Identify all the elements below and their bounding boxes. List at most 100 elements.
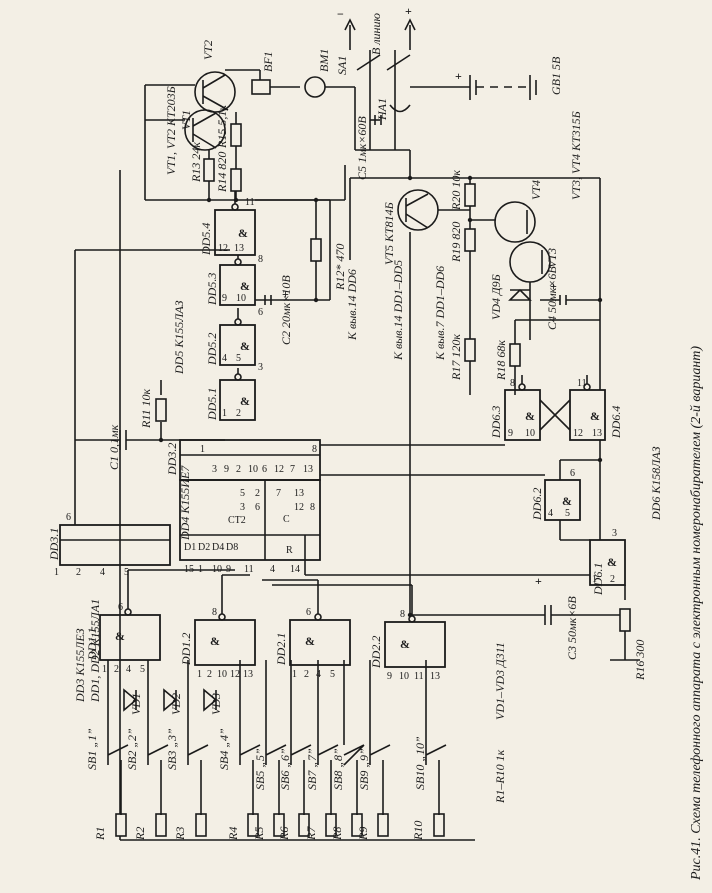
sb8-label: SB8 „8” xyxy=(331,748,345,790)
dd1-1-amp: & xyxy=(115,629,125,643)
vt2-label: VT2 xyxy=(201,40,215,60)
dd2-2-label: DD2.2 xyxy=(369,636,383,669)
gate-dd2-2 xyxy=(384,621,446,668)
svg-text:1: 1 xyxy=(200,444,205,455)
r10-resistor xyxy=(433,813,445,837)
svg-text:9: 9 xyxy=(387,671,392,682)
dd1-dd2-type-label: DD1, DD2 К155ЛА1 xyxy=(88,599,102,703)
svg-text:13: 13 xyxy=(303,464,313,475)
vt5-type-label: VT5 КТ814Б xyxy=(382,202,396,265)
r3-label: R3 xyxy=(173,827,187,841)
svg-text:7: 7 xyxy=(276,488,281,499)
gb1-plus-sign: + xyxy=(455,69,462,83)
r12-label: R12* 470 xyxy=(333,244,347,291)
c4-label: C4 50мк×6В xyxy=(545,266,559,330)
vt3-label: VT3 xyxy=(545,248,559,268)
svg-text:12: 12 xyxy=(294,502,304,513)
dd6-1-amp: & xyxy=(607,555,617,569)
svg-text:11: 11 xyxy=(244,564,254,575)
dd5-1-label: DD5.1 xyxy=(205,388,219,421)
svg-text:6: 6 xyxy=(258,307,263,318)
r5-label: R5 xyxy=(252,827,266,841)
svg-text:3: 3 xyxy=(240,502,245,513)
svg-text:11: 11 xyxy=(577,378,587,389)
vd1-vd3-note: VD1–VD3 Д311 xyxy=(493,642,507,720)
dd2-1-amp: & xyxy=(305,634,315,648)
gate-dd3-2 xyxy=(179,439,321,481)
r3-resistor xyxy=(195,813,207,837)
svg-text:4: 4 xyxy=(126,664,131,675)
dd5-1-amp: & xyxy=(240,394,250,408)
vt1-label: VT1 xyxy=(179,110,193,130)
r1-label: R1 xyxy=(93,827,107,841)
sb2-label: SB2 „2” xyxy=(125,728,139,770)
svg-text:14: 14 xyxy=(290,564,300,575)
svg-text:5: 5 xyxy=(565,508,570,519)
dd4-ct2-label: CT2 xyxy=(228,515,246,526)
svg-text:10: 10 xyxy=(525,428,535,439)
r15-label: R15 5,1к xyxy=(215,105,229,149)
svg-text:3: 3 xyxy=(212,464,217,475)
vt1-vt2-type-label: VT1, VT2 КТ203Б xyxy=(164,86,178,175)
r16-resistor xyxy=(619,608,631,632)
r9-resistor xyxy=(377,813,389,837)
svg-text:1: 1 xyxy=(102,664,107,675)
r14-label: R14 820 xyxy=(215,152,229,193)
svg-text:12: 12 xyxy=(573,428,583,439)
c5-label: C5 1мк×60В xyxy=(355,116,369,180)
dd2-2-pins: 9 10 11 13 8 xyxy=(387,609,440,682)
gb1-label: GB1 5В xyxy=(549,56,563,95)
svg-text:4: 4 xyxy=(100,567,105,578)
dd3-1-label: DD3.1 xyxy=(47,528,61,561)
dd6-pins: 1 2 3 4 5 6 8 9 10 11 12 13 xyxy=(508,378,617,585)
vd2-label: VD2 xyxy=(169,693,183,715)
svg-text:12: 12 xyxy=(274,464,284,475)
svg-text:4: 4 xyxy=(222,353,227,364)
dd4-c-label: C xyxy=(283,514,290,525)
svg-text:D8: D8 xyxy=(226,542,238,553)
svg-text:8: 8 xyxy=(212,607,217,618)
dd4-r-label: R xyxy=(286,545,293,556)
keypad-resistor-chain xyxy=(107,170,475,841)
dd6-2-label: DD6.2 xyxy=(530,488,544,521)
r15-resistor xyxy=(230,123,242,147)
dd1-2-pins: 1 2 10 12 13 8 xyxy=(197,607,253,680)
svg-text:2: 2 xyxy=(304,669,309,680)
svg-text:9: 9 xyxy=(222,293,227,304)
svg-text:6: 6 xyxy=(118,602,123,613)
sb5-label: SB5 „5” xyxy=(253,748,267,790)
svg-text:9: 9 xyxy=(226,564,231,575)
r6-label: R6 xyxy=(277,827,291,841)
r18-label: R18 68к xyxy=(494,340,508,381)
r13-resistor xyxy=(203,158,215,182)
r7-label: R7 xyxy=(304,826,318,841)
dd1-2-amp: & xyxy=(210,634,220,648)
ha1-label: HA1 xyxy=(375,98,389,121)
sb6-label: SB6 „6” xyxy=(278,748,292,790)
r12-resistor xyxy=(310,238,322,262)
r11-resistor xyxy=(155,398,167,422)
vt4-transistor xyxy=(494,201,536,243)
r18-resistor xyxy=(509,343,521,367)
dd2-2-amp: & xyxy=(400,637,410,651)
r20-resistor xyxy=(464,183,476,207)
vd4-diode xyxy=(508,288,532,301)
sb4-label: SB4 „4” xyxy=(217,728,231,770)
dd5-type-label: DD5 К155ЛАЗ xyxy=(172,300,186,375)
svg-text:1: 1 xyxy=(592,574,597,585)
svg-text:1: 1 xyxy=(54,567,59,578)
svg-text:8: 8 xyxy=(258,254,263,265)
svg-text:D1: D1 xyxy=(184,542,196,553)
vt3-vt4-type-label: VT3, VT4 КТ315Б xyxy=(569,111,583,200)
ha1-bell xyxy=(389,104,411,113)
svg-text:D4: D4 xyxy=(212,542,224,553)
sb3-label: SB3 „3” xyxy=(165,728,179,770)
svg-text:1: 1 xyxy=(292,669,297,680)
svg-text:10: 10 xyxy=(399,671,409,682)
gate-dd2-1 xyxy=(289,619,351,666)
svg-text:11: 11 xyxy=(245,197,255,208)
c4-plus-sign: + xyxy=(550,279,557,293)
gate-dd3-1 xyxy=(59,524,171,566)
c3-label: C3 50мк×6В xyxy=(565,596,579,660)
vt1-vt2-transistors xyxy=(184,71,236,151)
